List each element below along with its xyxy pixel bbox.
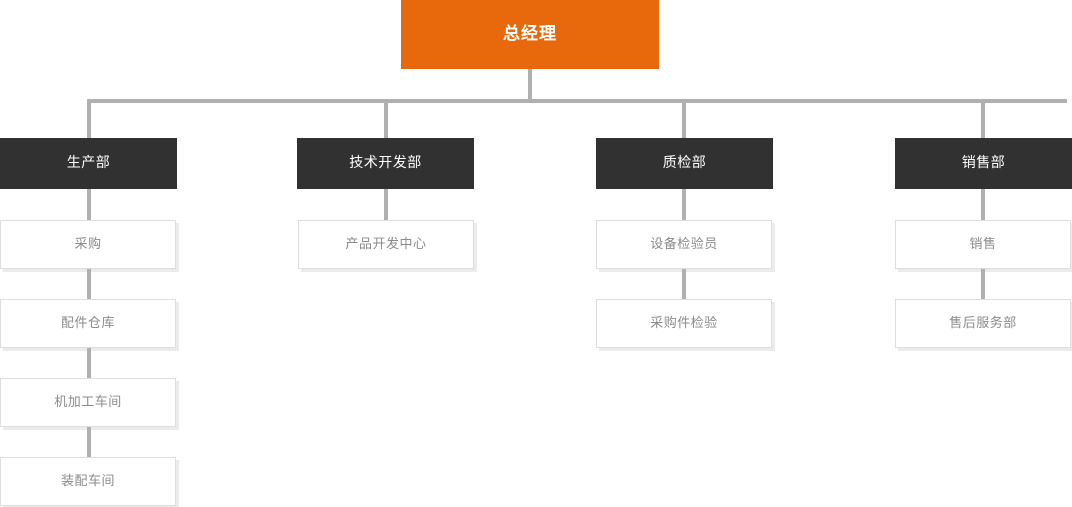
node-child-after-sales-service[interactable]: 售后服务部 bbox=[895, 299, 1071, 348]
node-department-production[interactable]: 生产部 bbox=[0, 138, 177, 189]
connector-dept4-to-child1 bbox=[981, 189, 985, 221]
node-child-machining-workshop-label: 机加工车间 bbox=[54, 394, 122, 410]
node-department-quality-inspection-label: 质检部 bbox=[662, 155, 707, 172]
connector-child2-to-child3 bbox=[87, 348, 91, 380]
connector-child1-to-child2 bbox=[87, 269, 91, 301]
connector-bus-to-dept2 bbox=[384, 99, 388, 139]
node-child-machining-workshop[interactable]: 机加工车间 bbox=[0, 378, 176, 427]
node-child-sales-label: 销售 bbox=[969, 236, 997, 252]
node-root-label: 总经理 bbox=[503, 24, 557, 45]
connector-dept2-to-child1 bbox=[384, 189, 388, 221]
node-child-parts-warehouse[interactable]: 配件仓库 bbox=[0, 299, 176, 348]
connector-bus-to-dept4 bbox=[981, 99, 985, 139]
connector-bus-to-dept1 bbox=[87, 99, 91, 139]
node-child-equipment-inspector-label: 设备检验员 bbox=[650, 236, 718, 252]
node-department-quality-inspection[interactable]: 质检部 bbox=[596, 138, 773, 189]
node-child-purchased-parts-inspection[interactable]: 采购件检验 bbox=[596, 299, 772, 348]
connector-root-down bbox=[528, 69, 532, 102]
node-child-sales[interactable]: 销售 bbox=[895, 220, 1071, 269]
node-child-purchased-parts-inspection-label: 采购件检验 bbox=[650, 315, 718, 331]
node-department-production-label: 生产部 bbox=[66, 155, 111, 172]
connector-bus-horizontal bbox=[87, 99, 1067, 103]
connector-dept4-child1-to-child2 bbox=[981, 269, 985, 301]
connector-dept3-child1-to-child2 bbox=[682, 269, 686, 301]
node-child-purchasing-label: 采购 bbox=[74, 236, 102, 252]
node-department-sales-label: 销售部 bbox=[961, 155, 1006, 172]
node-child-equipment-inspector[interactable]: 设备检验员 bbox=[596, 220, 772, 269]
node-department-technical-development-label: 技术开发部 bbox=[349, 155, 422, 172]
connector-dept3-to-child1 bbox=[682, 189, 686, 221]
node-child-product-development-center-label: 产品开发中心 bbox=[345, 236, 427, 252]
node-root-general-manager[interactable]: 总经理 bbox=[401, 0, 659, 69]
node-child-after-sales-service-label: 售后服务部 bbox=[949, 315, 1017, 331]
node-department-technical-development[interactable]: 技术开发部 bbox=[297, 138, 474, 189]
connector-child3-to-child4 bbox=[87, 427, 91, 459]
node-child-purchasing[interactable]: 采购 bbox=[0, 220, 176, 269]
connector-dept1-to-child1 bbox=[87, 189, 91, 221]
node-department-sales[interactable]: 销售部 bbox=[895, 138, 1072, 189]
node-child-assembly-workshop-label: 装配车间 bbox=[60, 473, 115, 489]
node-child-product-development-center[interactable]: 产品开发中心 bbox=[298, 220, 474, 269]
node-child-assembly-workshop[interactable]: 装配车间 bbox=[0, 457, 176, 506]
node-child-parts-warehouse-label: 配件仓库 bbox=[60, 315, 115, 331]
connector-bus-to-dept3 bbox=[682, 99, 686, 139]
